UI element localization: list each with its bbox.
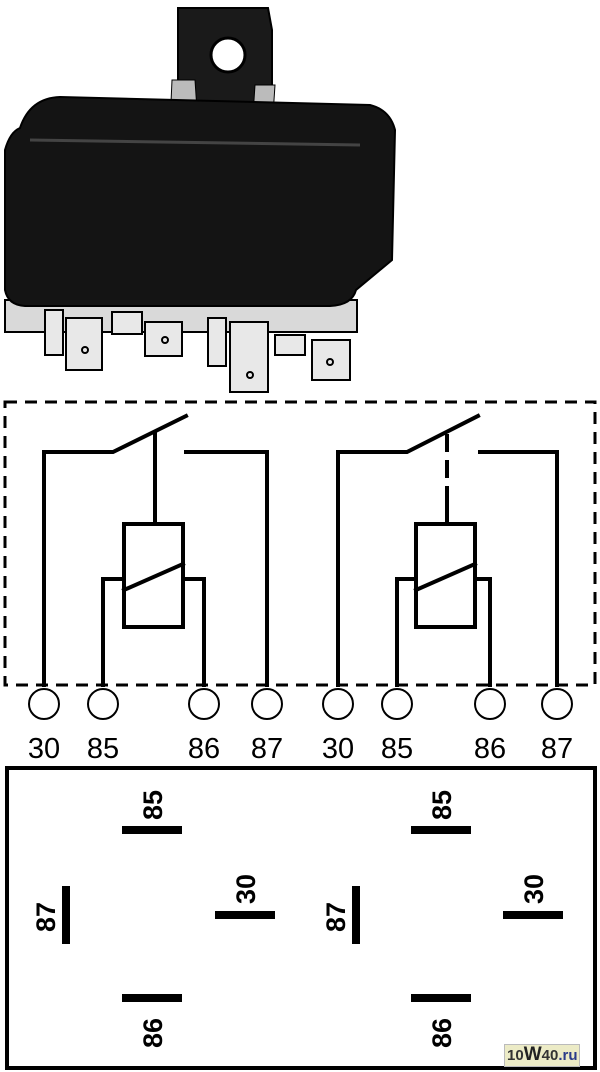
terminal-label-87: 87 (251, 733, 283, 765)
pinout-left: 85 87 30 86 (31, 790, 275, 1048)
terminal-30-icon (322, 688, 354, 720)
pin-85-blade (122, 826, 182, 834)
terminal-label-86: 86 (474, 733, 506, 765)
terminal-87-icon (541, 688, 573, 720)
relay-enclosure-dashed (3, 400, 597, 687)
relay-photo (4, 7, 397, 393)
pin-label-86: 86 (427, 1018, 457, 1048)
watermark-part: W (523, 1044, 542, 1065)
pin-label-85: 85 (138, 790, 168, 820)
pin-label-85: 85 (427, 790, 457, 820)
pin-label-87: 87 (31, 902, 61, 932)
watermark-part: .ru (558, 1047, 578, 1064)
pin-label-30: 30 (231, 874, 261, 904)
pin-label-30: 30 (519, 874, 549, 904)
watermark-part: 40 (541, 1047, 559, 1064)
pin-85-blade (411, 826, 471, 834)
coil-right (414, 522, 477, 629)
watermark-part: 10 (507, 1047, 524, 1064)
pinout-right: 85 87 30 86 (321, 790, 563, 1048)
pin-86-blade (411, 994, 471, 1002)
relay-schematic-left: 30 85 86 87 (28, 413, 283, 765)
pin-30-blade (503, 911, 563, 919)
terminal-30-icon (28, 688, 60, 720)
terminal-label-85: 85 (381, 733, 413, 765)
terminal-label-30: 30 (28, 733, 60, 765)
pin-86-blade (122, 994, 182, 1002)
terminal-85-icon (87, 688, 119, 720)
pinout-frame (5, 766, 597, 1070)
terminal-label-86: 86 (188, 733, 220, 765)
coil-left (122, 522, 185, 629)
terminal-label-30: 30 (322, 733, 354, 765)
pin-87-blade (62, 886, 70, 944)
terminal-label-85: 85 (87, 733, 119, 765)
pin-label-87: 87 (321, 902, 351, 932)
pin-30-blade (215, 911, 275, 919)
relay-schematic-right: 30 85 86 87 (322, 413, 573, 765)
terminal-86-icon (474, 688, 506, 720)
terminal-label-87: 87 (541, 733, 573, 765)
pin-87-blade (352, 886, 360, 944)
pin-label-86: 86 (138, 1018, 168, 1048)
terminal-86-icon (188, 688, 220, 720)
terminal-87-icon (251, 688, 283, 720)
watermark-logo: 10W40.ru (504, 1044, 581, 1067)
terminal-85-icon (381, 688, 413, 720)
